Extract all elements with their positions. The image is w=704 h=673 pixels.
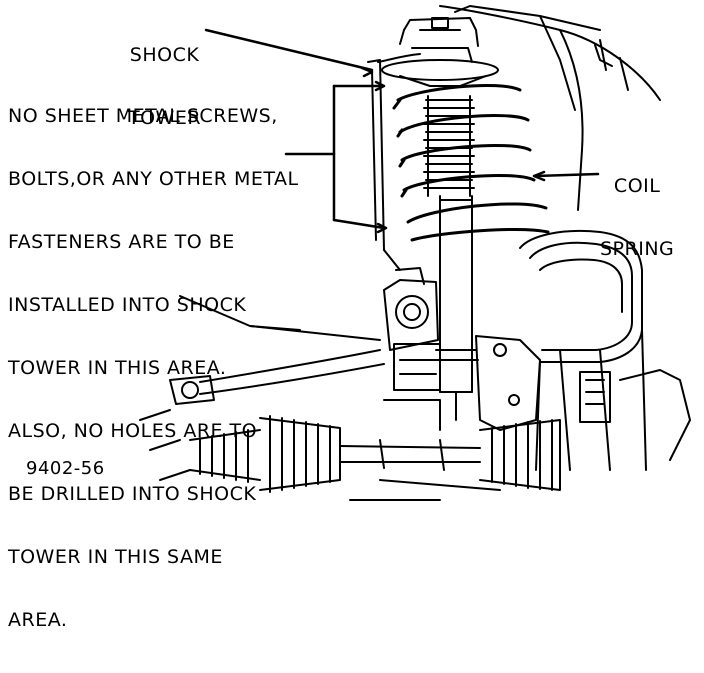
warning-note-line-7: BE DRILLED INTO SHOCK bbox=[8, 483, 257, 505]
warning-note-line-6: ALSO, NO HOLES ARE TO bbox=[8, 420, 258, 442]
strut-body bbox=[433, 195, 479, 421]
warning-note-line-4: INSTALLED INTO SHOCK bbox=[8, 294, 247, 316]
warning-note-line-3: FASTENERS ARE TO BE bbox=[8, 231, 235, 253]
coil-spring-leader bbox=[534, 172, 600, 178]
tie-rod bbox=[169, 349, 385, 405]
shock-tower-label-line-1: SHOCK bbox=[129, 44, 200, 66]
coil-spring-label-line-1: COIL bbox=[613, 175, 661, 197]
warning-note: NO SHEET METAL SCREWS, BOLTS,OR ANY OTHE… bbox=[8, 64, 299, 673]
brake-rotor bbox=[519, 229, 691, 471]
shock-tower-label-line-2: TOWER bbox=[128, 107, 202, 129]
coil-spring-label: COIL SPRING bbox=[600, 134, 674, 302]
right-cv-boot bbox=[479, 419, 561, 491]
coil-spring bbox=[392, 83, 550, 242]
warning-note-line-5: TOWER IN THIS AREA. bbox=[8, 357, 227, 379]
warning-note-line-1: NO SHEET METAL SCREWS, bbox=[8, 105, 278, 127]
shock-tower-leader bbox=[204, 28, 374, 72]
coil-spring-label-line-2: SPRING bbox=[600, 238, 675, 260]
drive-shaft bbox=[339, 439, 481, 471]
suspension-illustration bbox=[139, 5, 691, 501]
left-cv-boot bbox=[189, 415, 341, 493]
strut-top-mount bbox=[381, 17, 499, 87]
leader-lines bbox=[204, 28, 600, 234]
warning-note-line-2: BOLTS,OR ANY OTHER METAL bbox=[8, 168, 299, 190]
lower-control-arm bbox=[139, 295, 501, 501]
warning-note-line-9: AREA. bbox=[8, 609, 68, 631]
shock-tower-label: SHOCK TOWER bbox=[128, 3, 201, 171]
suspension-diagram: SHOCK TOWER NO SHEET METAL SCREWS, BOLTS… bbox=[8, 3, 691, 631]
shock-tower-panel bbox=[367, 53, 421, 271]
figure-number: 9402-56 bbox=[26, 458, 105, 479]
fender-panel bbox=[439, 5, 661, 211]
steering-knuckle bbox=[383, 267, 541, 431]
warning-note-line-8: TOWER IN THIS SAME bbox=[8, 546, 223, 568]
